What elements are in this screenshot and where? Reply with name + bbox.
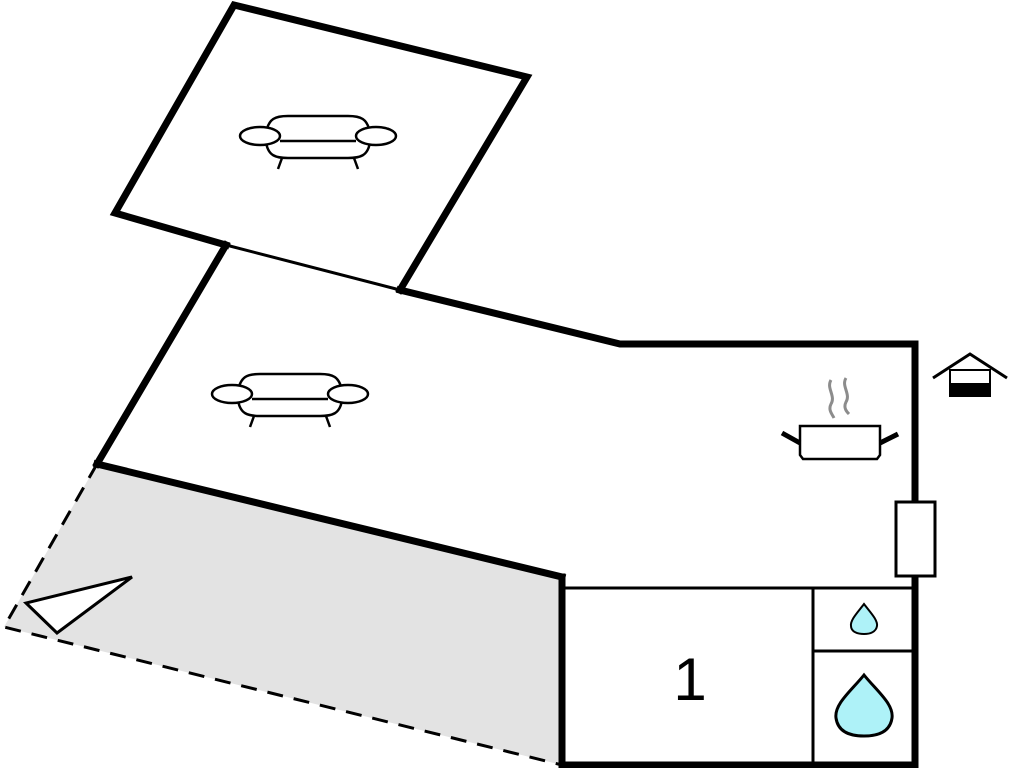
terrace-dashed-edge <box>1 463 563 767</box>
right-wall-lower <box>558 572 919 768</box>
upper-room-opening <box>225 243 401 292</box>
terrace-wall <box>92 459 567 582</box>
cooking-pot-icon <box>780 377 900 461</box>
house-entrance-icon <box>932 352 1008 397</box>
living-room-top-wall <box>395 285 919 506</box>
compass-arrow-icon <box>23 575 133 635</box>
water-drop-small-icon <box>849 602 879 636</box>
water-drop-large-icon <box>834 672 894 738</box>
sofa-icon <box>238 114 398 170</box>
bedroom-number: 1 <box>673 646 706 713</box>
window <box>894 500 937 578</box>
living-room-walls <box>92 240 231 469</box>
terrace-area <box>4 464 562 765</box>
sofa-icon <box>210 372 370 428</box>
upper-room-walls <box>109 0 533 295</box>
